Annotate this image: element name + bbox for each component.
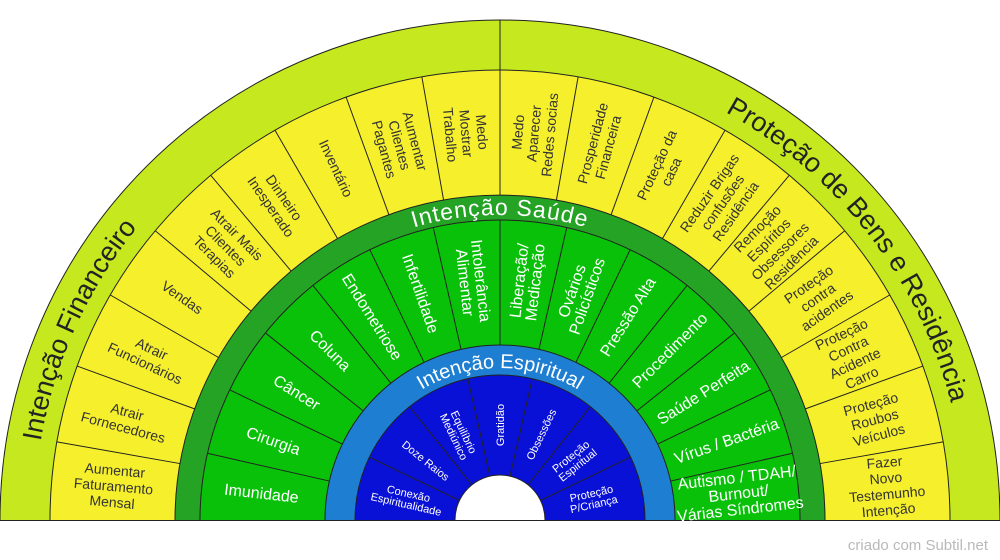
outer-divider <box>748 230 846 312</box>
inner-divider <box>540 456 631 501</box>
middle-divider <box>312 285 392 384</box>
inner-divider <box>509 378 533 477</box>
chart-bands <box>0 19 1000 521</box>
outer-divider <box>110 294 219 358</box>
outer-sector-16[interactable]: ProteçãoContraAcidenteCarro <box>813 315 891 397</box>
middle-divider <box>538 227 568 350</box>
inner-sector-label: Gratidão <box>495 404 507 446</box>
outer-divider <box>805 365 924 410</box>
middle-divider <box>265 332 364 412</box>
middle-divider <box>229 389 343 445</box>
inner-divider <box>409 406 473 486</box>
middle-divider <box>608 285 688 384</box>
middle-divider <box>636 332 735 412</box>
watermark: criado com Subtil.net <box>847 537 988 554</box>
outer-divider <box>210 174 292 272</box>
outer-sector-9[interactable]: MedoMostrarTrabalho <box>440 104 493 163</box>
outer-divider <box>154 230 252 312</box>
outer-sector-label: ProteçãoContraAcidenteCarro <box>813 315 891 397</box>
outer-sector-label: MedoMostrarTrabalho <box>440 104 493 163</box>
inner-divider <box>467 378 491 477</box>
outer-divider <box>76 365 195 410</box>
outer-divider <box>819 441 944 465</box>
outer-sector-10[interactable]: MedoAparecerRedes socias <box>506 90 561 178</box>
outer-sector-18[interactable]: FazerNovoTestemunhoIntenção <box>846 451 928 521</box>
middle-divider <box>657 389 771 445</box>
outer-sector-label: AumentarFaturamentoMensal <box>72 459 155 514</box>
outer-sector-label: FazerNovoTestemunhoIntenção <box>846 451 928 521</box>
outer-divider <box>610 96 655 215</box>
sector-dividers <box>56 20 944 501</box>
middle-divider <box>670 452 793 482</box>
outer-divider <box>662 130 726 239</box>
inner-sector-4[interactable]: Gratidão <box>495 404 507 446</box>
middle-divider <box>207 452 330 482</box>
outer-divider <box>345 96 390 215</box>
outer-divider <box>274 130 338 239</box>
center-hole <box>454 474 546 521</box>
outer-divider <box>781 294 890 358</box>
inner-divider <box>527 406 591 486</box>
inner-ring <box>354 374 646 521</box>
middle-divider <box>369 249 425 363</box>
outer-divider <box>421 76 445 201</box>
outer-sector-1[interactable]: AumentarFaturamentoMensal <box>72 459 155 514</box>
inner-divider <box>369 456 460 501</box>
middle-divider <box>575 249 631 363</box>
outer-divider <box>56 441 181 465</box>
outer-sector-label: MedoAparecerRedes socias <box>506 90 561 178</box>
outer-divider <box>555 76 579 201</box>
outer-divider <box>708 174 790 272</box>
middle-divider <box>432 227 462 350</box>
